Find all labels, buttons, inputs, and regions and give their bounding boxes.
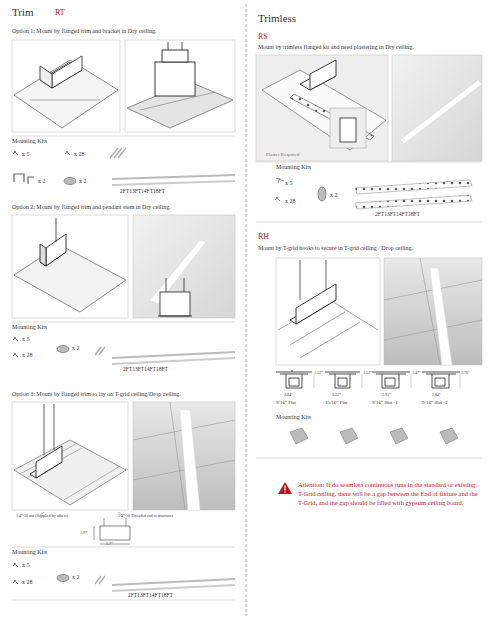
note: Plaster Required	[266, 152, 299, 158]
quantity: x 2	[72, 345, 80, 352]
length-options: 2FT13FT14FT18FT	[128, 592, 173, 598]
dimension: 1.97	[80, 531, 87, 536]
section-heading: Trim	[12, 6, 34, 19]
dimension: 2.91"	[382, 393, 391, 398]
tgrid-profiles	[276, 370, 460, 388]
dimension: 1.47"	[412, 371, 421, 376]
model-code: RT	[55, 8, 65, 17]
callout: 1/4"-20 Threaded rod to structures	[118, 514, 173, 519]
dimension: 2.84"	[284, 393, 293, 398]
callout: 1/4"-20 nut (Supplied by others)	[16, 514, 68, 519]
kit-heading: Mounting Kits	[12, 324, 47, 331]
dimension: 3.76"	[461, 371, 470, 376]
quantity: x 5	[22, 336, 30, 343]
quantity: x 2	[38, 178, 46, 185]
profile-name: 9/16" Slot -2	[422, 400, 448, 406]
tgrid-hooks	[290, 428, 458, 444]
length-options: 2FT13FT14FT18FT	[123, 366, 168, 372]
kit-heading: Mounting Kits	[12, 138, 47, 145]
section-heading: Trimless	[258, 12, 296, 25]
quantity: x 28	[285, 198, 296, 205]
quantity: x 5	[22, 151, 30, 158]
option-text: Mount by trimless flanged kit and need p…	[258, 44, 414, 51]
attention-note: Attention: If do seamless continuous run…	[298, 481, 478, 507]
rs-kit-icons	[275, 178, 472, 209]
option3-figure	[12, 402, 235, 544]
dimension: 3.22"	[332, 393, 341, 398]
quantity: x 28	[74, 151, 85, 158]
quantity: x 2	[72, 574, 80, 581]
dimension: 3.7"	[106, 542, 113, 547]
dimension: 1.52"	[363, 371, 372, 376]
profile-name: 9/16" Flat	[276, 400, 296, 406]
model-code: RH	[258, 232, 269, 241]
option-text: Option 1: Mount by flanged trim and brac…	[12, 28, 156, 35]
quantity: x 2	[330, 192, 338, 199]
option-text: Option 3: Mount by flanged trim to lay o…	[12, 391, 181, 398]
dimension: 2.84"	[432, 393, 441, 398]
profile-name: 9/16" Slot -1	[372, 400, 398, 406]
kit-heading: Mounting Kits	[12, 549, 47, 556]
quantity: x 5	[22, 562, 30, 569]
quantity: x 5	[285, 180, 293, 187]
kit-icons	[13, 148, 235, 591]
model-code: RS	[258, 32, 268, 41]
quantity: x 2	[79, 178, 87, 185]
option2-figure	[12, 215, 235, 318]
rh-figure	[276, 258, 482, 365]
length-options: 2FT13FT14FT18FT	[375, 211, 420, 217]
warning-icon	[278, 482, 292, 494]
option-text: Option 2: Mount by flanged trim and pend…	[12, 204, 171, 211]
option1-figure	[12, 40, 235, 132]
kit-heading: Mounting Kits	[276, 164, 311, 171]
rs-figure	[256, 55, 482, 161]
length-options: 2FT13FT14FT18FT	[120, 188, 165, 194]
quantity: x 28	[22, 352, 33, 359]
dimension: 1.52"	[314, 371, 323, 376]
option-text: Mount by T-grid hooks to secure in T-gri…	[258, 245, 413, 252]
profile-name: 15/16" Flat	[325, 400, 347, 406]
kit-heading: Mounting Kits	[276, 414, 311, 421]
quantity: x 28	[22, 579, 33, 586]
